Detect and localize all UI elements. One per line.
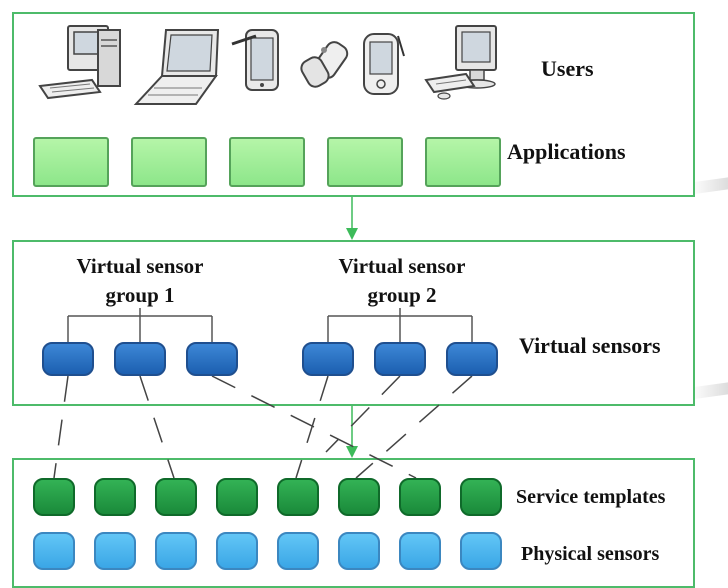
virtual-sensor-group-1-title: Virtual sensor group 1 [40,252,240,310]
pda-icon [363,33,405,95]
virtual-sensors-label: Virtual sensors [519,333,661,358]
service-template-node[interactable] [216,478,258,516]
physical-sensors-label: Physical sensors [521,543,660,565]
group-1-title-line2: group 1 [105,283,175,307]
tablet-icon [231,29,279,91]
mapping-lines [53,375,473,479]
service-template-node[interactable] [33,478,75,516]
virtual-sensor-node[interactable] [186,342,238,376]
group-2-bracket [327,308,473,342]
physical-sensor-node[interactable] [216,532,258,570]
connection-lines [53,197,473,479]
user-devices [38,25,497,105]
service-template-node[interactable] [460,478,502,516]
application-box[interactable] [425,137,501,187]
physical-sensor-node[interactable] [460,532,502,570]
application-box[interactable] [229,137,305,187]
service-template-node[interactable] [94,478,136,516]
physical-sensor-node[interactable] [399,532,441,570]
physical-sensor-node[interactable] [33,532,75,570]
group-1-title-line1: Virtual sensor [76,254,204,278]
group-2-title-line1: Virtual sensor [338,254,466,278]
virtual-sensor-node[interactable] [302,342,354,376]
group-1-bracket [67,308,213,342]
desktop-computer-icon [38,25,121,100]
application-box[interactable] [327,137,403,187]
virtual-sensors-panel [12,240,695,406]
users-label: Users [541,56,594,81]
virtual-sensor-node[interactable] [42,342,94,376]
laptop-icon [133,29,220,105]
applications-label: Applications [507,139,626,164]
virtual-sensor-group-2-title: Virtual sensor group 2 [302,252,502,310]
monitor-keyboard-icon [424,25,497,100]
physical-sensor-node[interactable] [94,532,136,570]
service-template-node[interactable] [338,478,380,516]
physical-sensor-node[interactable] [277,532,319,570]
virtual-sensor-node[interactable] [374,342,426,376]
service-template-node[interactable] [277,478,319,516]
application-box[interactable] [131,137,207,187]
service-template-node[interactable] [399,478,441,516]
application-box[interactable] [33,137,109,187]
virtual-sensor-node[interactable] [114,342,166,376]
virtual-sensor-node[interactable] [446,342,498,376]
service-template-node[interactable] [155,478,197,516]
physical-sensor-node[interactable] [338,532,380,570]
physical-sensor-node[interactable] [155,532,197,570]
group-2-title-line2: group 2 [367,283,437,307]
flip-phone-icon [300,41,349,88]
service-templates-label: Service templates [516,486,666,508]
